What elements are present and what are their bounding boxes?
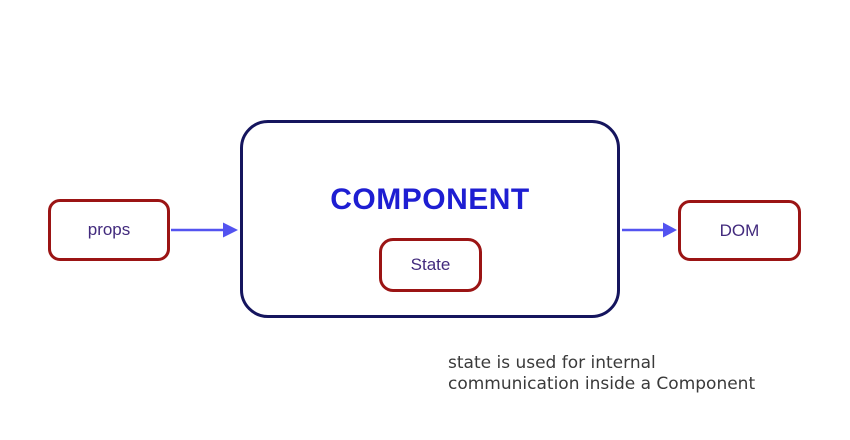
caption-line-2: communication inside a Component [448,374,756,394]
component-title: COMPONENT [330,183,530,216]
state-node: State [379,238,482,292]
props-node: props [48,199,170,261]
props-node-label: props [87,220,131,239]
caption: state is used for internal communication… [448,353,755,395]
arrow-icon-props-to-component [171,222,238,238]
dom-node-label: DOM [719,220,760,240]
dom-node: DOM [678,200,801,261]
state-node-label: State [410,255,451,274]
component-node: COMPONENT State [240,120,620,318]
caption-line-1: state is used for internal [448,353,656,373]
arrow-icon-component-to-dom [622,222,677,238]
